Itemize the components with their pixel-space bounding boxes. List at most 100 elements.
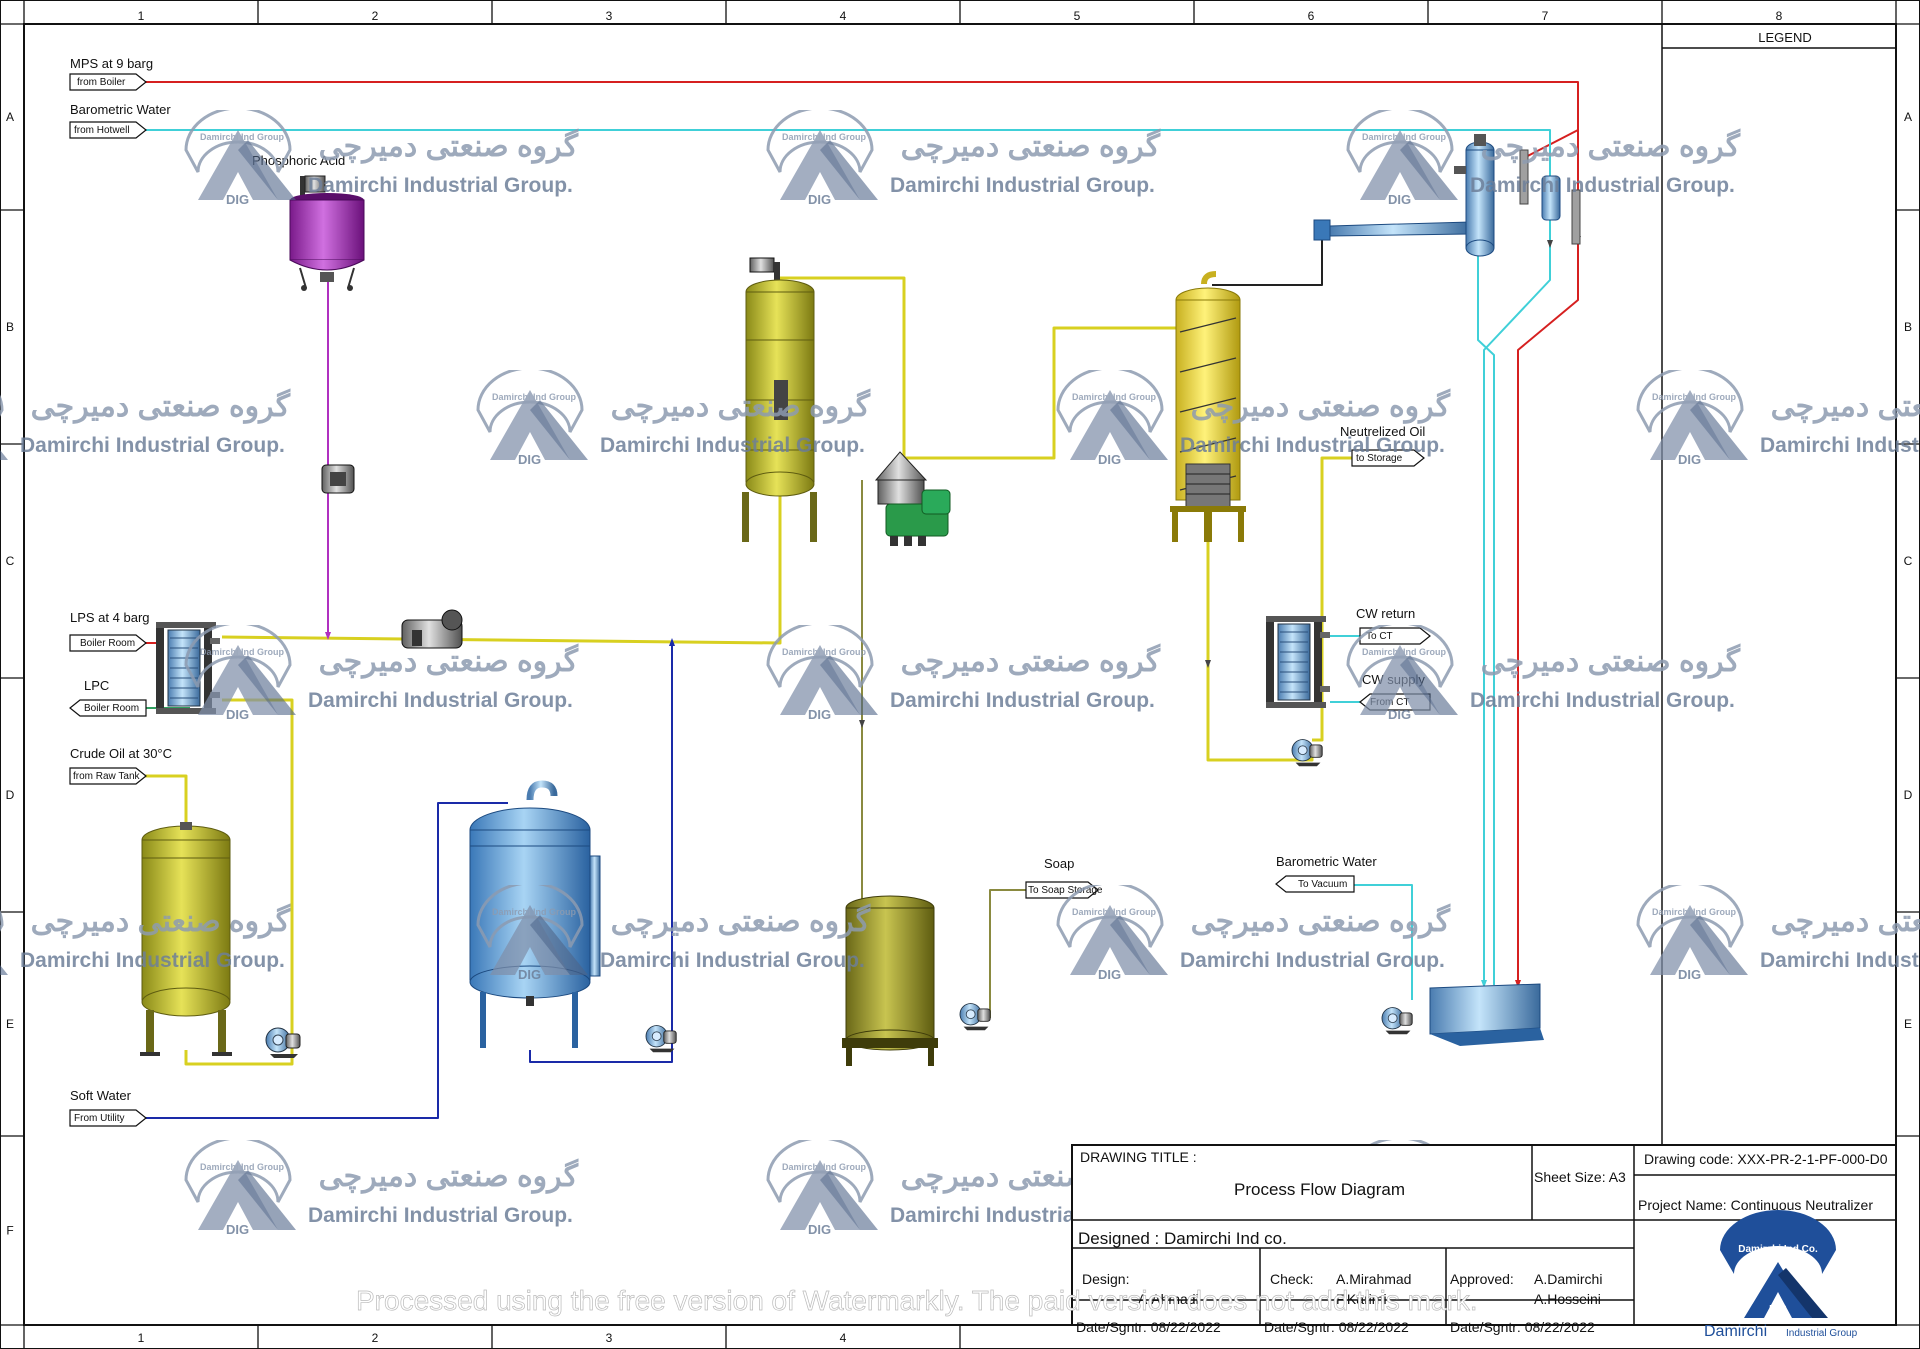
watermark-badge-text: DIG [1678,452,1701,467]
barometric-out-tag: To Vacuum [1298,879,1347,890]
approved-date: Date/Sgntr: 08/22/2022 [1450,1319,1595,1335]
grid-col-label: 2 [372,9,379,23]
grid-row-label-right: E [1904,1017,1912,1031]
grid-col-label-bottom: 1 [138,1331,145,1345]
grid-row-label-left: B [6,320,14,334]
grid-row-label-left: C [6,554,15,568]
watermark-arc-text: Damirchi Ind Group [782,1162,867,1172]
lps-label: LPS at 4 barg [70,610,150,625]
soft-water-pump-line [529,643,673,1063]
watermark-fa-text: گروه صنعتی دمیرچی [1481,128,1741,164]
company-logo: Damirchi Ind Co. DIG Damirchi Industrial… [1704,1210,1858,1340]
barometric-water-out-label: Barometric Water [1276,854,1377,869]
barometric-water-in-label: Barometric Water [70,102,171,117]
check-name-1: A.Mirahmad [1336,1271,1411,1287]
watermark-badge-text: DIG [1388,707,1411,722]
watermark-arc-text: Damirchi Ind Group [1362,647,1447,657]
sheet-size: Sheet Size: A3 [1534,1169,1626,1185]
stream-labels: MPS at 9 barg Barometric Water Phosphori… [70,56,1425,1103]
logo-subname: Industrial Group [1786,1328,1858,1339]
soft-water-tag: From Utility [74,1113,125,1124]
cw-return-tag-shape [1359,627,1431,645]
grid-col-label: 6 [1308,9,1315,23]
watermark-arc-text: Damirchi Ind Group [492,392,577,402]
watermark-arc-text: Damirchi Ind Group [200,1162,285,1172]
grid-row-label-right: A [1904,110,1912,124]
watermark-fa-text: گروه صنعتی دمیرچی [1191,903,1451,939]
approved-name-1: A.Damirchi [1534,1271,1602,1287]
barometric-condenser [1454,134,1581,257]
crude-oil-label: Crude Oil at 30°C [70,746,172,761]
watermark-badge-text: DIG [518,967,541,982]
lpc-label: LPC [84,678,109,693]
watermark-en-text: Damirchi Industrial Group. [308,689,573,712]
check-label: Check: [1270,1271,1314,1287]
watermark-badge-text: DIG [518,452,541,467]
watermark-fa-text: گروه صنعتی دمیرچی [611,388,871,424]
watermark-en-text: Damirchi Industrial Group. [600,949,865,972]
grid-col-label: 1 [138,9,145,23]
barometric-in-tag: from Hotwell [74,125,130,136]
watermark-en-text: Damirchi Industrial Group. [1180,949,1445,972]
watermark-fa-text: گروه صنعتی دمیرچی [1191,388,1451,424]
watermark-badge-text: DIG [1098,452,1121,467]
reaction-mixer-tank [742,257,817,542]
grid-row-label-left: E [6,1017,14,1031]
cw-return-tag: To CT [1366,631,1393,642]
stream-tags [69,73,1431,1127]
watermark-fa-text: گروه صنعتی دمیرچی [1771,388,1920,424]
grid-col-label: 5 [1074,9,1081,23]
watermark-badge-text: DIG [226,192,249,207]
acid-dosing-pump [321,464,355,494]
watermark-en-text: Damirchi Industrial Group. [1470,174,1735,197]
drawing-code: Drawing code: XXX-PR-2-1-PF-000-D0 [1644,1151,1888,1167]
soft-water-tag-shape [69,1109,147,1127]
mps-tag-shape [69,73,147,91]
grid-col-label-bottom: 4 [840,1331,847,1345]
watermark-en-text: Damirchi Industrial Group. [890,174,1155,197]
grid-col-label: 3 [606,9,613,23]
watermark-en-text: Damirchi Industrial Group. [1760,949,1920,972]
watermark-en-text: Damirchi Industrial Group. [1180,434,1445,457]
watermark-badge-text: DIG [226,1222,249,1237]
barometric-water-line [142,129,1551,985]
watermark-arc-text: Damirchi Ind Group [782,132,867,142]
watermark-en-text: Damirchi Industrial Group. [20,949,285,972]
watermark-en-text: Damirchi Industrial Group. [1760,434,1920,457]
drawing-title: Process Flow Diagram [1234,1180,1405,1199]
designed-by: Designed : Damirchi Ind co. [1078,1229,1287,1248]
crude-oil-line-in [142,774,188,830]
watermark-badge-text: DIG [808,1222,831,1237]
grid-row-label-right: B [1904,320,1912,334]
watermark-arc-text: Damirchi Ind Group [492,907,577,917]
check-name-2: F.Karimi [1336,1291,1387,1307]
design-name: A.Ahmadi [1138,1291,1199,1307]
watermark-fa-text: گروه صنعتی دمیرچی [319,1158,579,1194]
watermark-fa-text: گروه صنعتی دمیرچی [1771,903,1920,939]
design-date: Date/Sgntr: 08/22/2022 [1076,1319,1221,1335]
legend-title: LEGEND [1758,30,1811,45]
watermark-fa-text: گروه صنعتی دمیرچی [31,903,291,939]
soap-tank [842,895,938,1066]
watermark-en-text: Damirchi Industrial Group. [1470,689,1735,712]
grid-row-label-left: F [6,1224,13,1238]
watermark-fa-text: گروه صنعتی دمیرچی [1481,643,1741,679]
watermark-en-text: Damirchi Industrial Group. [600,434,865,457]
watermark-badge-text: DIG [226,707,249,722]
title-block: DRAWING TITLE : Process Flow Diagram She… [1071,1144,1897,1340]
watermark-fa-text: گروه صنعتی دمیرچی [901,128,1161,164]
barometric-water-line-3 [1477,255,1495,985]
watermark-arc-text: Damirchi Ind Group [1652,907,1737,917]
grid-col-label-bottom: 2 [372,1331,379,1345]
watermark-badge-text: DIG [1098,967,1121,982]
mps-tag: from Boiler [77,77,126,88]
crude-tag: from Raw Tank [73,771,141,782]
